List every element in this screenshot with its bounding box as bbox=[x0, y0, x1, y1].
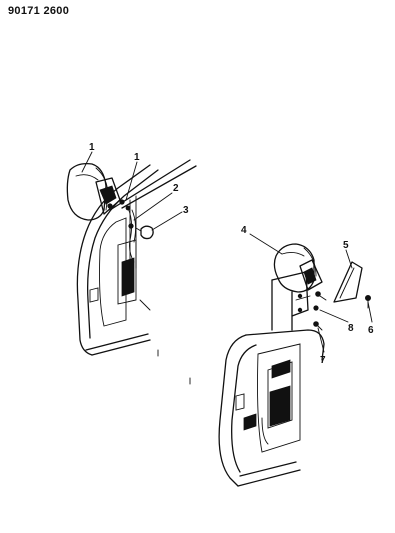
callout-7: 7 bbox=[320, 355, 326, 366]
left-mirror bbox=[66, 162, 131, 221]
right-door-assembly bbox=[218, 243, 371, 487]
callouts: 1 1 2 3 4 5 6 7 8 bbox=[89, 142, 374, 366]
callout-5: 5 bbox=[343, 240, 349, 251]
callout-6: 6 bbox=[368, 325, 374, 336]
right-mirror bbox=[273, 243, 323, 293]
callout-3: 3 bbox=[183, 205, 189, 216]
left-door-assembly bbox=[66, 159, 197, 356]
callout-1b: 1 bbox=[134, 152, 140, 163]
callout-2: 2 bbox=[173, 183, 179, 194]
callout-4: 4 bbox=[241, 225, 247, 236]
callout-8: 8 bbox=[348, 323, 354, 334]
diagram-id: 90171 2600 bbox=[8, 5, 70, 17]
callout-1a: 1 bbox=[89, 142, 95, 153]
callout-leaders bbox=[81, 151, 373, 353]
